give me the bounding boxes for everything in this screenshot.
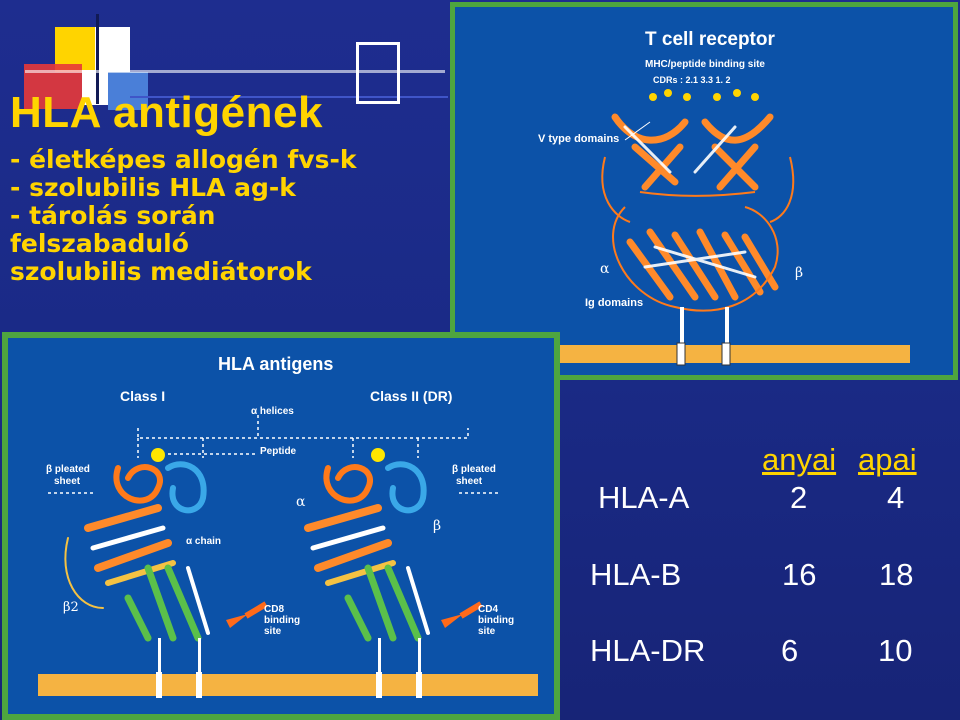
tcr-structure-illustration [510, 89, 910, 366]
placeholder-glyph-icon [356, 42, 400, 104]
tcr-v-domains-label: V type domains [538, 133, 620, 145]
cd4-label: CD4 [478, 604, 499, 615]
decorative-squares [0, 0, 448, 110]
table-header-apai: apai [858, 442, 917, 477]
cd4-site-label: site [478, 626, 496, 637]
tcr-alpha-label: α [600, 261, 610, 277]
hla-structure-illustration [38, 415, 538, 698]
row-apai: 18 [879, 557, 914, 592]
hla-pleated-left-label: β pleated [46, 464, 90, 475]
row-name: HLA-A [598, 480, 690, 515]
cd4-binding-label: binding [478, 615, 515, 626]
hla-figure: HLA antigens Class I Class II (DR) α hel… [8, 338, 554, 714]
row-apai: 10 [878, 633, 913, 668]
hla-title: HLA antigens [218, 354, 334, 374]
hla-pleated-right-label: β pleated [452, 464, 496, 475]
row-anyai: 16 [782, 557, 817, 592]
bullet-item: szolubilis mediátorok [10, 257, 312, 286]
hla-class2-label: Class II (DR) [370, 388, 453, 404]
tcr-cdrs-label: CDRs : 2.1 3.3 1. 2 [653, 75, 731, 85]
tcr-figure-panel: T cell receptor MHC/peptide binding site… [450, 2, 958, 380]
cd8-binding-label: binding [264, 615, 301, 626]
bullet-item: - szolubilis HLA ag-k [10, 173, 296, 202]
tcr-title: T cell receptor [645, 29, 775, 50]
bullet-item: - tárolás során [10, 201, 216, 230]
hla-alpha-chain-label: α chain [186, 536, 222, 547]
bullet-item: felszabaduló [10, 229, 189, 258]
table-header-anyai: anyai [762, 442, 837, 477]
hla-peptide-label: Peptide [260, 446, 297, 457]
hla-beta-label: β [433, 518, 442, 534]
cd8-site-label: site [264, 626, 282, 637]
hla-sheet-right-label: sheet [456, 476, 483, 487]
bullet-list: - életképes allogén fvs-k - szolubilis H… [10, 146, 356, 286]
row-anyai: 2 [790, 480, 808, 515]
row-name: HLA-DR [590, 633, 706, 668]
cd8-label: CD8 [264, 604, 285, 615]
tcr-binding-site-label: MHC/peptide binding site [645, 59, 765, 70]
tcr-ig-domains-label: Ig domains [585, 297, 644, 309]
hla-helices-label: α helices [251, 406, 294, 417]
bullet-item: - életképes allogén fvs-k [10, 145, 357, 174]
hla-sheet-left-label: sheet [54, 476, 81, 487]
hla-class1-label: Class I [120, 388, 166, 404]
row-apai: 4 [887, 480, 905, 515]
hla-beta2-label: β2 [63, 600, 79, 615]
tcr-beta-label: β [795, 265, 804, 281]
slide-title: HLA antigének [10, 88, 323, 137]
tcr-figure: T cell receptor MHC/peptide binding site… [455, 7, 953, 375]
hla-figure-panel: HLA antigens Class I Class II (DR) α hel… [2, 332, 560, 720]
row-anyai: 6 [781, 633, 799, 668]
hla-alpha-label: α [296, 494, 306, 510]
row-name: HLA-B [590, 557, 682, 592]
